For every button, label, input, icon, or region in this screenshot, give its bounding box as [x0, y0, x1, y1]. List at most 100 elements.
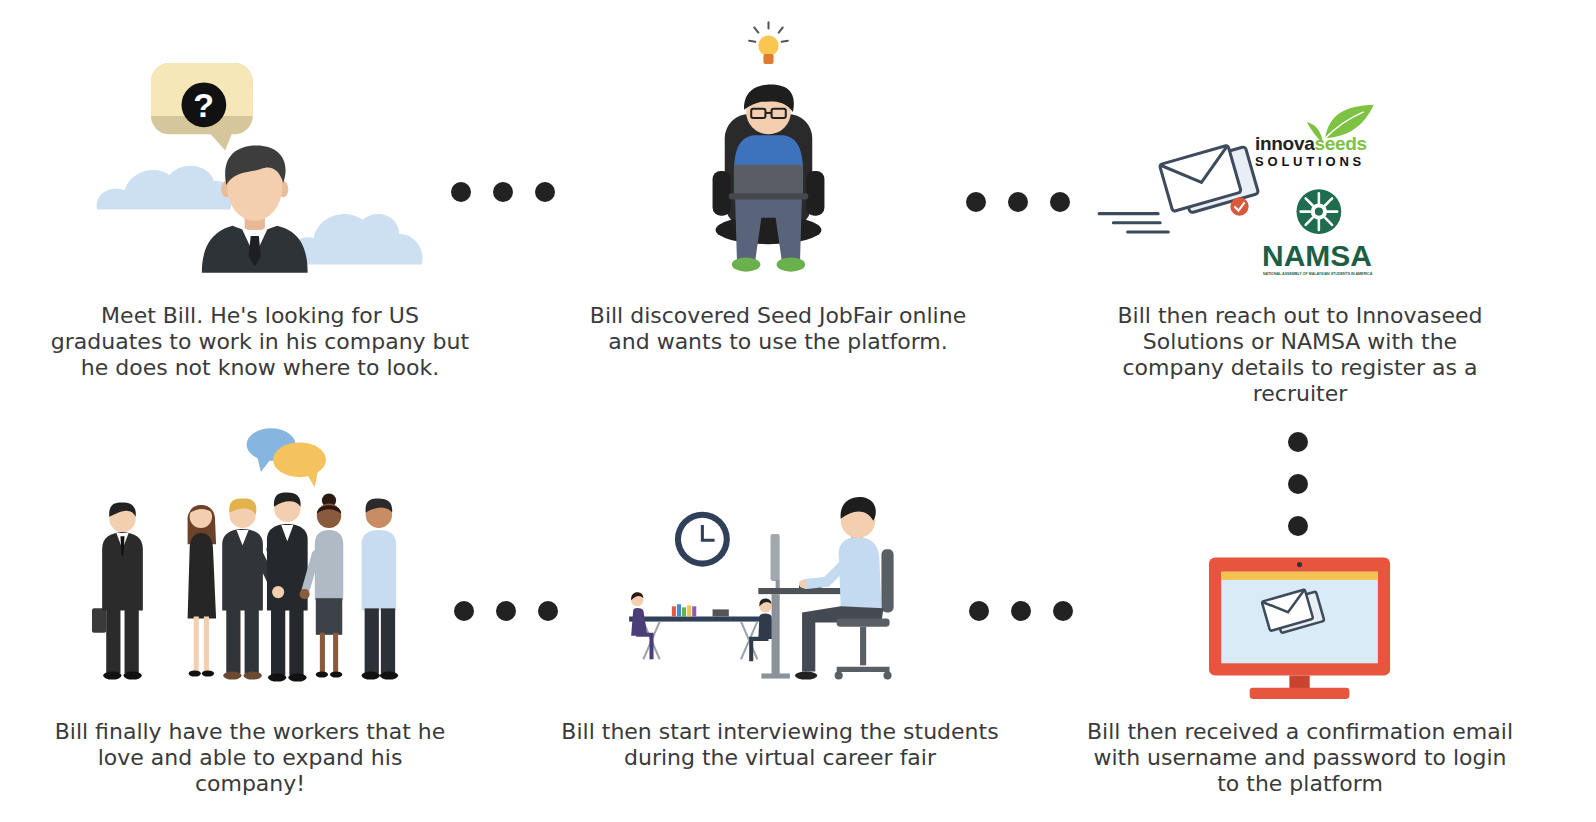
person-with-laptop	[765, 112, 771, 114]
dotted-connector	[961, 611, 1086, 719]
meeting-table	[682, 607, 686, 616]
flying-envelope	[1159, 141, 1258, 218]
business-team	[274, 492, 301, 506]
business-team	[315, 530, 343, 600]
desk-worker	[776, 580, 780, 588]
business-team	[333, 633, 338, 674]
business-team	[245, 608, 259, 673]
logo-text: SOLUTIONS	[1255, 155, 1365, 168]
person-with-laptop	[734, 165, 803, 198]
person-with-laptop	[732, 257, 760, 271]
speech-bubble	[209, 132, 232, 150]
monitor	[1221, 572, 1378, 664]
light-bulb	[749, 22, 788, 64]
dotted-connector	[1288, 407, 1308, 719]
person-with-laptop	[713, 84, 825, 271]
business-team	[188, 533, 216, 618]
person-with-laptop	[772, 109, 786, 118]
flying-envelope	[1159, 145, 1241, 212]
business-team	[320, 633, 325, 674]
desk-worker	[837, 667, 890, 672]
business-team	[381, 608, 395, 673]
logo-tagline: NATIONAL ASSEMBLY OF MALAYSIAN STUDENTS …	[1263, 272, 1372, 276]
desk-worker	[795, 671, 817, 679]
business-team	[204, 617, 209, 672]
monitor	[1209, 557, 1390, 675]
person-with-laptop	[713, 171, 731, 216]
monitor	[1262, 589, 1313, 631]
person-with-laptop	[806, 171, 824, 216]
caption-text: Bill then reach out to Innovaseed Soluti…	[1108, 303, 1493, 407]
meeting-table	[672, 606, 676, 616]
bill-portrait	[202, 226, 308, 273]
check-badge	[1230, 197, 1248, 215]
desk-worker	[758, 588, 848, 594]
business-team	[306, 554, 316, 590]
caption-text: Bill then start interviewing the student…	[555, 719, 1005, 771]
business-team	[244, 671, 262, 679]
meeting-table	[636, 635, 651, 659]
desk-worker	[758, 497, 893, 680]
business-team	[271, 549, 281, 588]
business-team	[92, 492, 398, 681]
speed-lines	[1099, 214, 1168, 232]
business-team	[288, 673, 306, 681]
business-team	[317, 505, 341, 513]
dotted-connector	[958, 202, 1114, 303]
dotted-connector	[443, 192, 584, 303]
light-bulb	[763, 54, 773, 64]
chat-bubbles	[257, 455, 271, 472]
cloud	[97, 166, 233, 210]
clock	[702, 525, 714, 540]
caption-text: Meet Bill. He's looking for US graduates…	[47, 303, 474, 381]
bill-portrait	[249, 236, 261, 267]
speed-lines	[1099, 214, 1168, 232]
business-team	[365, 608, 379, 673]
business-team	[106, 608, 120, 673]
cloud	[287, 214, 422, 265]
monitor	[1221, 572, 1378, 580]
business-team	[102, 532, 143, 610]
caption-text: Bill discovered Seed JobFair online and …	[578, 303, 978, 355]
business-team	[120, 536, 124, 555]
meeting-table	[692, 606, 696, 616]
business-team	[366, 498, 393, 512]
check-badge	[1234, 202, 1244, 210]
chat-bubbles	[273, 443, 326, 478]
business-team	[103, 671, 121, 679]
business-team	[109, 503, 136, 517]
monitor	[1262, 589, 1310, 618]
namsa-emblem	[1296, 189, 1341, 234]
meeting-table	[629, 592, 773, 661]
clock	[675, 512, 730, 567]
person-with-laptop	[777, 257, 805, 271]
meeting-table	[631, 608, 647, 636]
business-team	[316, 598, 342, 635]
desk-worker	[860, 627, 866, 666]
step-caption: Bill finally have the workers that he lo…	[46, 719, 454, 797]
namsa-emblem	[1301, 193, 1338, 230]
business-team	[330, 671, 342, 677]
desk-worker	[802, 606, 883, 671]
dotted-connector	[446, 611, 566, 719]
meeting-table	[629, 617, 771, 622]
caption-text: Bill finally have the workers that he lo…	[46, 719, 454, 797]
business-team	[190, 505, 213, 513]
business-team	[316, 671, 328, 677]
business-team	[281, 525, 293, 541]
desk-worker	[839, 537, 882, 608]
business-team	[229, 498, 256, 514]
person-with-laptop	[716, 216, 822, 244]
step-caption: Bill then received a confirmation email …	[1080, 719, 1520, 797]
meeting-table	[677, 604, 681, 616]
business-team	[194, 617, 199, 672]
business-team	[124, 671, 142, 679]
business-team	[125, 608, 139, 673]
business-team	[268, 673, 286, 681]
person-with-laptop	[735, 193, 802, 260]
chat-bubbles	[247, 428, 326, 487]
business-team	[223, 671, 241, 679]
business-team	[236, 530, 248, 545]
